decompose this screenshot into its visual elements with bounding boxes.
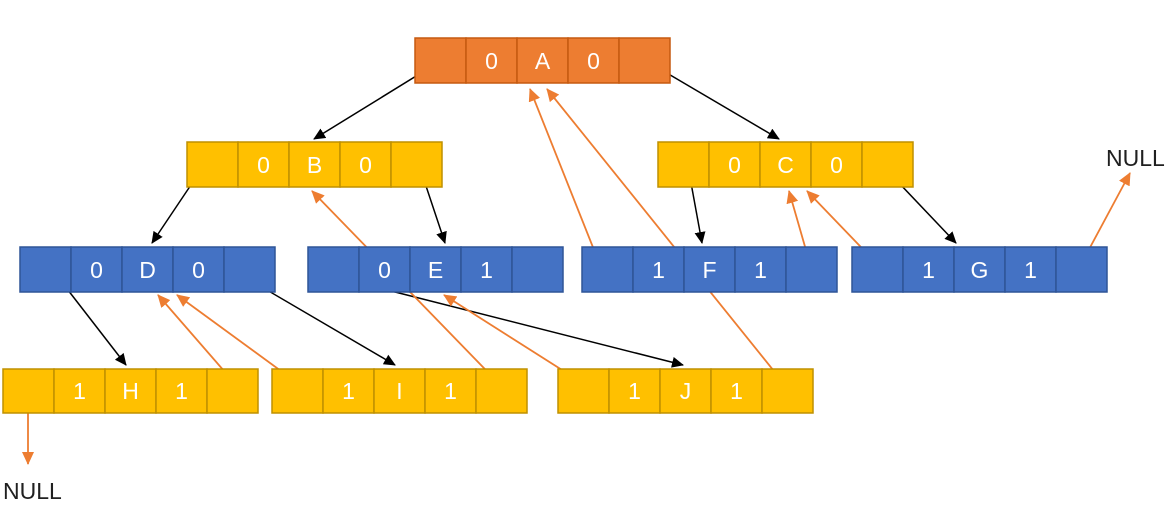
node-d-rtag-text: 0 [192, 257, 205, 283]
node-h-cell-value [104, 368, 157, 414]
node-a-rtag-text: 0 [587, 48, 600, 74]
node-a: 0 A 0 [414, 37, 671, 84]
node-c-cell-right-pointer [861, 141, 914, 188]
node-h-value-text: H [122, 378, 139, 404]
node-i-ltag-text: 1 [342, 378, 355, 404]
node-g-value-text: G [971, 257, 989, 283]
node-c-cell-rtag [810, 141, 863, 188]
node-a-cell-right-pointer [618, 37, 671, 84]
node-j-cell-left-pointer [557, 368, 610, 414]
thread-arrow-i-right-to-b [311, 190, 513, 398]
node-b-value-text: B [307, 152, 322, 178]
node-h-cell-left-pointer [2, 368, 55, 414]
node-i-cell-right-pointer [475, 368, 528, 414]
node-g-cell-value [953, 246, 1006, 293]
node-c-value-text: C [777, 152, 794, 178]
node-d-cell-ltag [70, 246, 123, 293]
node-i-rtag-text: 1 [444, 378, 457, 404]
node-c-cell-left-pointer [657, 141, 710, 188]
node-b-cell-value [288, 141, 341, 188]
node-c-ltag-text: 0 [728, 152, 741, 178]
node-j-cell-rtag [710, 368, 763, 414]
node-e-cell-right-pointer [511, 246, 564, 293]
node-g-cell-rtag [1004, 246, 1057, 293]
node-e-cell-value [409, 246, 462, 293]
node-e-ltag-text: 0 [378, 257, 391, 283]
node-i-cell-value [373, 368, 426, 414]
node-b-cell-left-pointer [186, 141, 239, 188]
node-g: 1 G 1 [851, 246, 1108, 293]
node-b-cell-rtag [339, 141, 392, 188]
node-f-cell-right-pointer [785, 246, 838, 293]
child-arrows [53, 56, 957, 368]
node-j-ltag-text: 1 [628, 378, 641, 404]
node-j: 1 J 1 [557, 368, 814, 414]
node-e-rtag-text: 1 [480, 257, 493, 283]
node-c-cell-ltag [708, 141, 761, 188]
thread-arrow-i-left-to-d [176, 294, 297, 383]
node-g-ltag-text: 1 [922, 257, 935, 283]
node-c-rtag-text: 0 [830, 152, 843, 178]
node-f-cell-left-pointer [581, 246, 634, 293]
node-g-cell-right-pointer [1055, 246, 1108, 293]
node-h: 1 H 1 [2, 368, 259, 414]
node-d-cell-value [121, 246, 174, 293]
node-f-rtag-text: 1 [754, 257, 767, 283]
node-b-ltag-text: 0 [257, 152, 270, 178]
node-j-value-text: J [680, 378, 692, 404]
node-d-cell-right-pointer [223, 246, 276, 293]
node-g-cell-left-pointer [851, 246, 904, 293]
node-e-cell-left-pointer [307, 246, 360, 293]
node-g-rtag-text: 1 [1024, 257, 1037, 283]
node-e-cell-rtag [460, 246, 513, 293]
node-e: 0 E 1 [307, 246, 564, 293]
node-a-ltag-text: 0 [485, 48, 498, 74]
node-a-cell-left-pointer [414, 37, 467, 84]
node-j-cell-value [659, 368, 712, 414]
node-b-cell-right-pointer [390, 141, 443, 188]
node-i-cell-rtag [424, 368, 477, 414]
node-i-value-text: I [396, 378, 402, 404]
node-b-cell-ltag [237, 141, 290, 188]
node-j-rtag-text: 1 [730, 378, 743, 404]
null-label-bottom-left: NULL [3, 478, 62, 504]
node-f: 1 F 1 [581, 246, 838, 293]
node-h-ltag-text: 1 [73, 378, 86, 404]
node-f-value-text: F [702, 257, 716, 283]
node-j-cell-right-pointer [761, 368, 814, 414]
node-h-rtag-text: 1 [175, 378, 188, 404]
node-c: 0 C 0 [657, 141, 914, 188]
node-e-value-text: E [428, 257, 443, 283]
node-a-value-text: A [535, 48, 551, 74]
node-d-value-text: D [139, 257, 156, 283]
thread-arrow-j-right-to-a [546, 88, 791, 392]
node-d-ltag-text: 0 [90, 257, 103, 283]
node-c-cell-value [759, 141, 812, 188]
node-i-cell-left-pointer [271, 368, 324, 414]
node-a-cell-value [516, 37, 569, 84]
node-b-rtag-text: 0 [359, 152, 372, 178]
node-h-cell-rtag [155, 368, 208, 414]
null-label-top-right: NULL [1106, 145, 1165, 171]
node-j-cell-ltag [608, 368, 661, 414]
node-d: 0 D 0 [19, 246, 276, 293]
node-i: 1 I 1 [271, 368, 528, 414]
node-a-cell-rtag [567, 37, 620, 84]
node-a-cell-ltag [465, 37, 518, 84]
node-h-cell-right-pointer [206, 368, 259, 414]
node-f-ltag-text: 1 [652, 257, 665, 283]
node-b: 0 B 0 [186, 141, 443, 188]
node-i-cell-ltag [322, 368, 375, 414]
node-d-cell-left-pointer [19, 246, 72, 293]
thread-arrow-f-left-to-a [528, 88, 605, 276]
